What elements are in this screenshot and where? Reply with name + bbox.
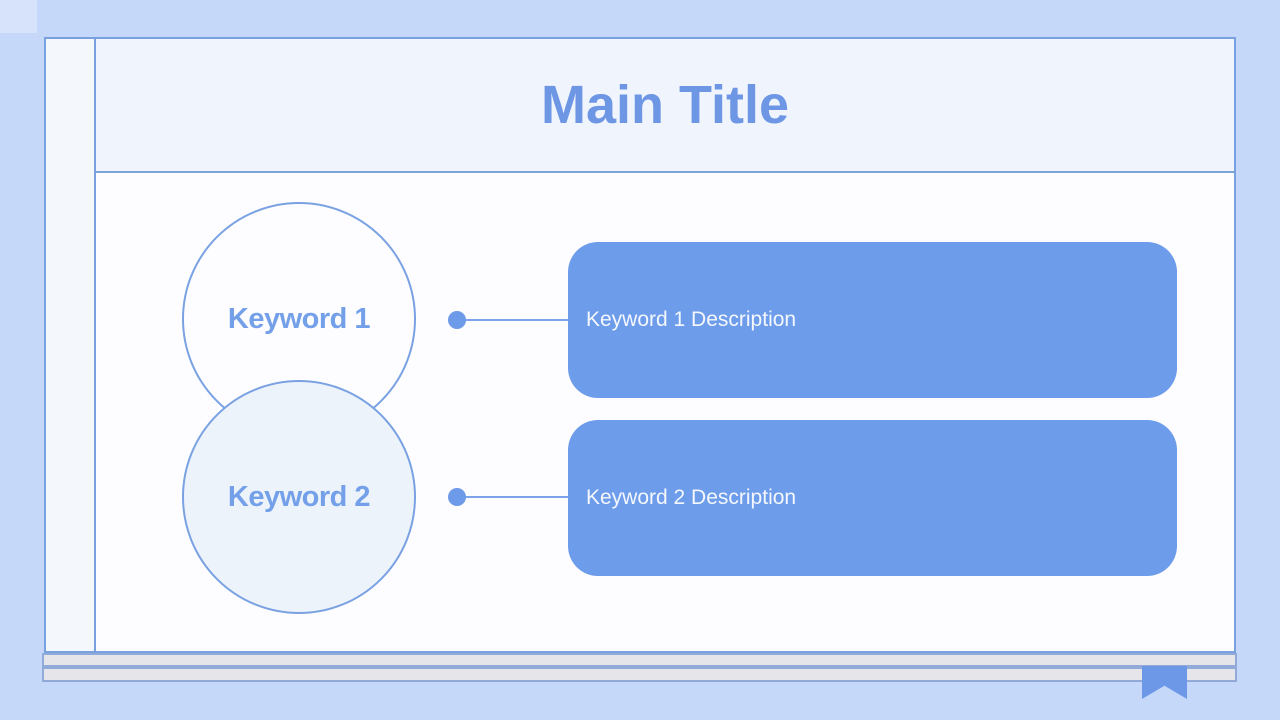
description-box-1: Keyword 1 Description: [568, 242, 1177, 398]
keyword-1-label: Keyword 1: [227, 302, 371, 335]
keyword-2-label: Keyword 2: [227, 480, 371, 513]
page-edge-strip: [42, 653, 1237, 667]
connector-dot-2: [448, 488, 466, 506]
description-1-text: Keyword 1 Description: [586, 308, 797, 331]
book-spine: [46, 39, 96, 651]
keyword-circle-2: Keyword 2: [182, 380, 416, 614]
connector-dot-1: [448, 311, 466, 329]
connector-line-1: [456, 319, 568, 321]
page-title: Main Title: [540, 75, 790, 135]
connector-line-2: [456, 496, 568, 498]
description-box-2: Keyword 2 Description: [568, 420, 1177, 576]
corner-decoration: [0, 0, 37, 33]
page-edge-strip: [42, 667, 1237, 682]
title-band: Main Title: [96, 39, 1234, 173]
bookmark-icon: [1142, 666, 1187, 699]
description-2-text: Keyword 2 Description: [586, 486, 797, 509]
